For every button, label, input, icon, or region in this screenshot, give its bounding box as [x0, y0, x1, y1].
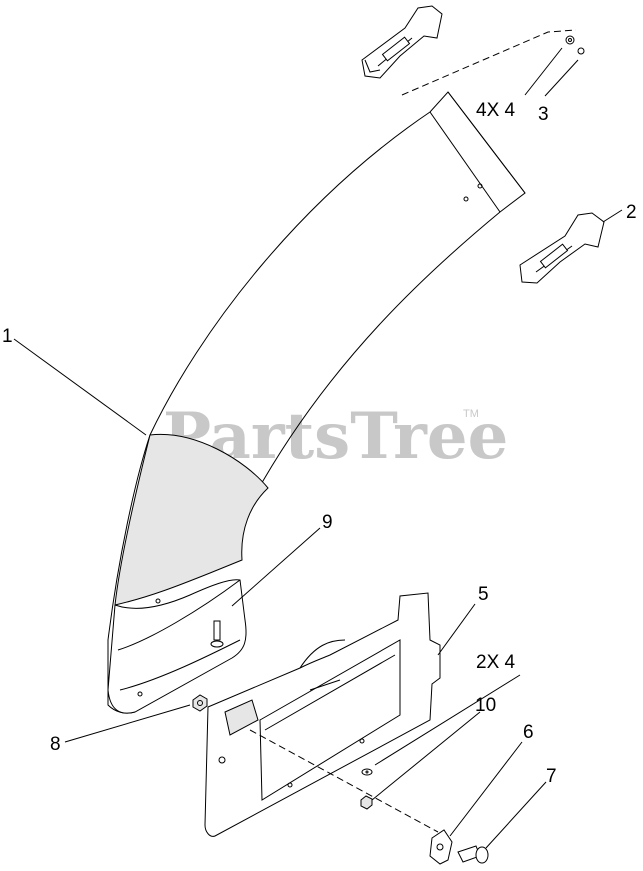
callout-5: 5: [478, 584, 489, 605]
callout-10: 10: [475, 695, 496, 716]
callout-6: 6: [523, 722, 534, 743]
bolt-7: [457, 845, 489, 864]
callout-2: 2: [626, 202, 637, 223]
bracket-6: [429, 829, 453, 865]
callout-1: 1: [2, 326, 13, 347]
callout-8: 8: [50, 734, 61, 755]
latch-right: [519, 212, 605, 284]
centerline-lower: [249, 729, 439, 833]
leader-lines: [13, 47, 623, 849]
deflector-plate: [204, 592, 441, 837]
watermark-trademark: TM: [463, 408, 479, 420]
callout-7: 7: [546, 766, 557, 787]
callout-9: 9: [322, 512, 333, 533]
discharge-chute: [107, 91, 526, 714]
nut-8: [192, 694, 208, 712]
washer-nut-3: [565, 35, 585, 55]
callout-3: 3: [538, 104, 549, 125]
latch-top: [361, 5, 443, 79]
nut-10: [360, 795, 373, 810]
callout-2x4: 2X 4: [476, 652, 516, 673]
washer-4-lower: [361, 768, 373, 776]
centerline-top: [401, 29, 577, 96]
callout-4x4-top: 4X 4: [476, 100, 516, 121]
